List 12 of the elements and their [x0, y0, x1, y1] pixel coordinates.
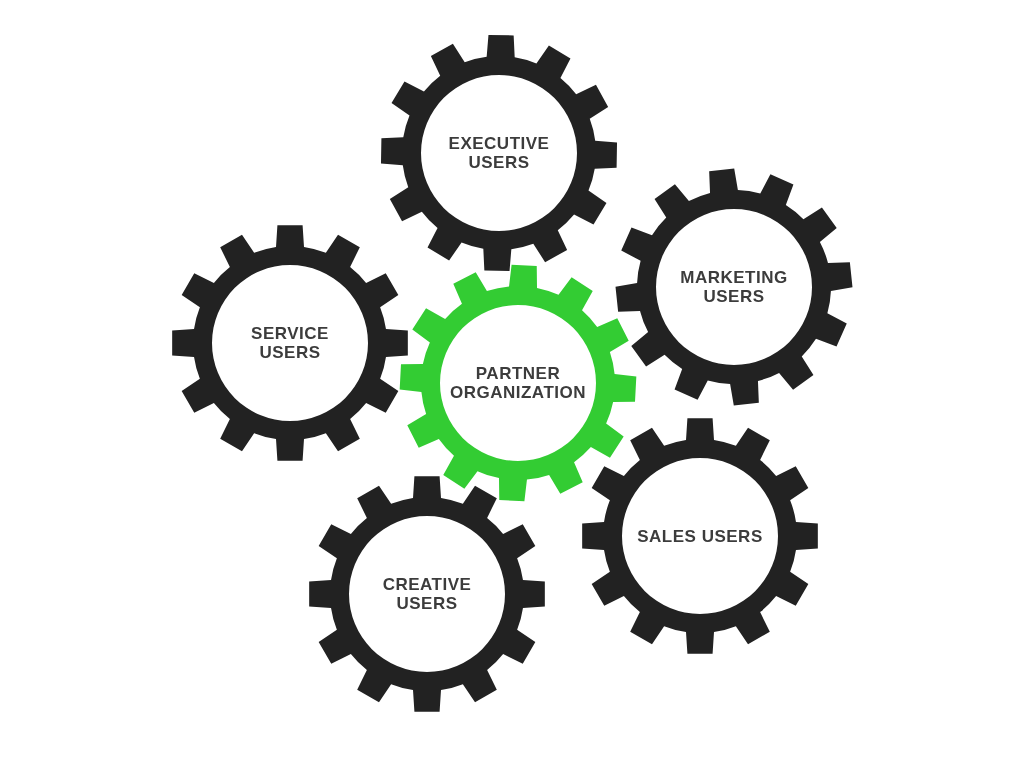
- gear: [379, 33, 619, 273]
- gear-label: MARKETING USERS: [679, 268, 789, 306]
- gear: [614, 167, 854, 407]
- gear-label: SALES USERS: [636, 526, 764, 546]
- gear: [170, 223, 410, 463]
- gear-label: PARTNER ORGANIZATION: [449, 364, 587, 402]
- gear: [398, 263, 638, 503]
- gear-label: EXECUTIVE USERS: [447, 134, 551, 172]
- gear-label: SERVICE USERS: [250, 324, 330, 362]
- gear: [580, 416, 820, 656]
- gear: [307, 474, 547, 714]
- gear-label: CREATIVE USERS: [381, 575, 473, 613]
